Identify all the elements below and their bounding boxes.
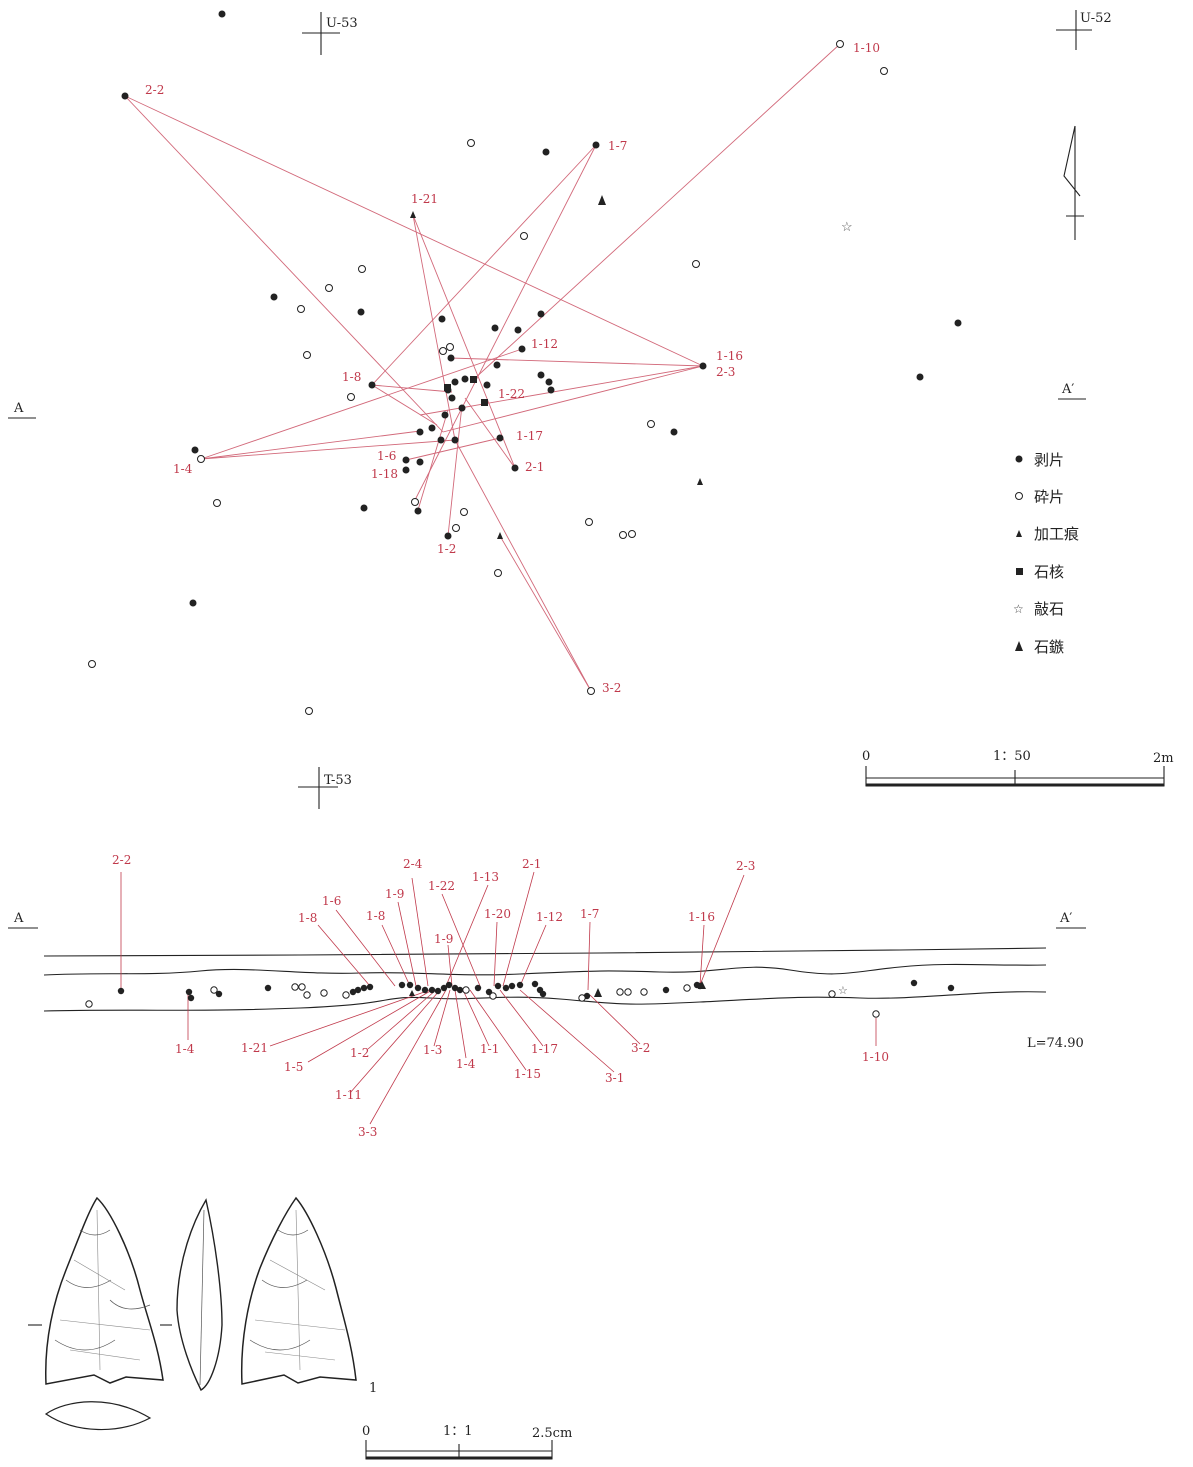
section-label: 1-15 — [514, 1067, 541, 1081]
section-label: 1-1 — [480, 1042, 499, 1056]
plan-label: 1-22 — [498, 387, 525, 401]
section-star-icon: ☆ — [838, 984, 848, 997]
grid-marker-u52: U-52 — [1056, 10, 1112, 50]
plan-label: 1-16 — [716, 349, 743, 363]
legend: 剥片 砕片 加工痕 石核 ☆ 敲石 石鏃 — [1013, 451, 1079, 656]
grid-label-u53: U-53 — [326, 16, 358, 31]
legend-label: 敲石 — [1034, 600, 1064, 618]
arrowhead-cross-section — [28, 1324, 172, 1431]
section-profile: A A′ L=74.90 — [8, 911, 1086, 1051]
plan-label: 1-17 — [516, 429, 543, 443]
artifact-scale-zero: 0 — [362, 1424, 370, 1439]
profile-a-label: A — [13, 911, 24, 926]
grid-label-u52: U-52 — [1080, 11, 1112, 26]
section-label: 1-8 — [298, 911, 317, 925]
section-label: 3-3 — [358, 1125, 377, 1139]
section-label: 2-1 — [522, 857, 541, 871]
section-a-label: A — [13, 401, 24, 416]
section-label: 1-16 — [688, 910, 715, 924]
plan-label: 3-2 — [602, 681, 621, 695]
legend-label: 石鏃 — [1034, 638, 1064, 656]
section-label: 1-3 — [423, 1043, 442, 1057]
section-labels-bottom: 1-4 1-21 1-5 1-2 1-11 3-3 1-3 1-4 1-1 1-… — [175, 1041, 889, 1139]
section-label: 1-9 — [385, 887, 404, 901]
plan-label: 1-8 — [342, 370, 361, 384]
legend-label: 剥片 — [1034, 451, 1064, 469]
section-label: 1-5 — [284, 1060, 303, 1074]
plan-scale-bar: 0 1：50 2m — [862, 749, 1174, 787]
grid-marker-t53: T-53 — [298, 767, 352, 809]
grid-marker-u53: U-53 — [302, 12, 358, 55]
arrowhead-back-view — [240, 1196, 357, 1385]
section-label: 1-22 — [428, 879, 455, 893]
artifact-scale-end: 2.5cm — [532, 1426, 572, 1441]
artifact-number: 1 — [369, 1381, 377, 1396]
plan-label: 2-3 — [716, 365, 735, 379]
plan-label: 1-21 — [411, 192, 438, 206]
plan-flakes — [121, 10, 962, 607]
north-arrow-icon — [1063, 125, 1084, 240]
section-label: 1-20 — [484, 907, 511, 921]
section-label: 1-9 — [434, 932, 453, 946]
arrowhead-front-view — [44, 1196, 164, 1385]
section-label: 1-11 — [335, 1088, 362, 1102]
plan-chips — [88, 40, 888, 715]
section-label: 1-21 — [241, 1041, 268, 1055]
section-labels-top: 2-2 2-4 1-13 2-1 2-3 1-6 1-9 1-22 1-8 1-… — [112, 853, 755, 946]
artifact-scale-ratio: 1：1 — [443, 1424, 473, 1439]
plan-tools: ☆ — [410, 195, 853, 539]
plan-label: 1-6 — [377, 449, 396, 463]
scale-zero: 0 — [862, 749, 870, 764]
plan-label: 1-2 — [437, 542, 456, 556]
refit-lines — [124, 43, 841, 692]
plan-label: 1-10 — [853, 41, 880, 55]
grid-label-t53: T-53 — [324, 773, 352, 788]
section-label: 1-4 — [175, 1042, 195, 1056]
plan-label: 2-1 — [525, 460, 544, 474]
section-label: 2-3 — [736, 859, 755, 873]
section-a-prime-label: A′ — [1061, 382, 1074, 397]
plan-label: 1-4 — [173, 462, 193, 476]
section-label: 1-7 — [580, 907, 599, 921]
section-label: 1-2 — [350, 1046, 369, 1060]
arrowhead-side-view — [176, 1198, 223, 1391]
scale-ratio: 1：50 — [993, 749, 1031, 764]
legend-label: 加工痕 — [1034, 525, 1079, 543]
section-label: 1-4 — [456, 1057, 476, 1071]
section-chips — [85, 983, 880, 1018]
plan-labels: 1-10 2-2 1-7 1-21 1-12 1-16 2-3 1-8 1-22… — [145, 41, 880, 695]
plan-label: 1-7 — [608, 139, 627, 153]
section-label: 1-13 — [472, 870, 499, 884]
level-label: L=74.90 — [1027, 1036, 1084, 1051]
legend-label: 砕片 — [1034, 488, 1064, 506]
section-label: 3-1 — [605, 1071, 624, 1085]
artifact-scale-bar: 0 1：1 2.5cm — [362, 1424, 572, 1460]
svg-text:☆: ☆ — [841, 220, 853, 235]
section-label: 1-8 — [366, 909, 385, 923]
section-label: 1-6 — [322, 894, 341, 908]
section-label: 3-2 — [631, 1041, 650, 1055]
plan-label: 1-12 — [531, 337, 558, 351]
section-label: 1-10 — [862, 1050, 889, 1064]
legend-label: 石核 — [1034, 563, 1064, 581]
profile-a-prime-label: A′ — [1059, 911, 1072, 926]
section-label: 2-4 — [403, 857, 423, 871]
section-label: 1-17 — [531, 1042, 558, 1056]
plan-label: 2-2 — [145, 83, 164, 97]
section-points — [117, 979, 955, 1002]
section-label: 2-2 — [112, 853, 131, 867]
scale-end: 2m — [1153, 751, 1174, 766]
plan-section-markers: A A′ — [8, 382, 1086, 419]
section-leaders — [120, 871, 877, 1125]
section-label: 1-12 — [536, 910, 563, 924]
svg-text:☆: ☆ — [1013, 602, 1024, 616]
plan-label: 1-18 — [371, 467, 398, 481]
